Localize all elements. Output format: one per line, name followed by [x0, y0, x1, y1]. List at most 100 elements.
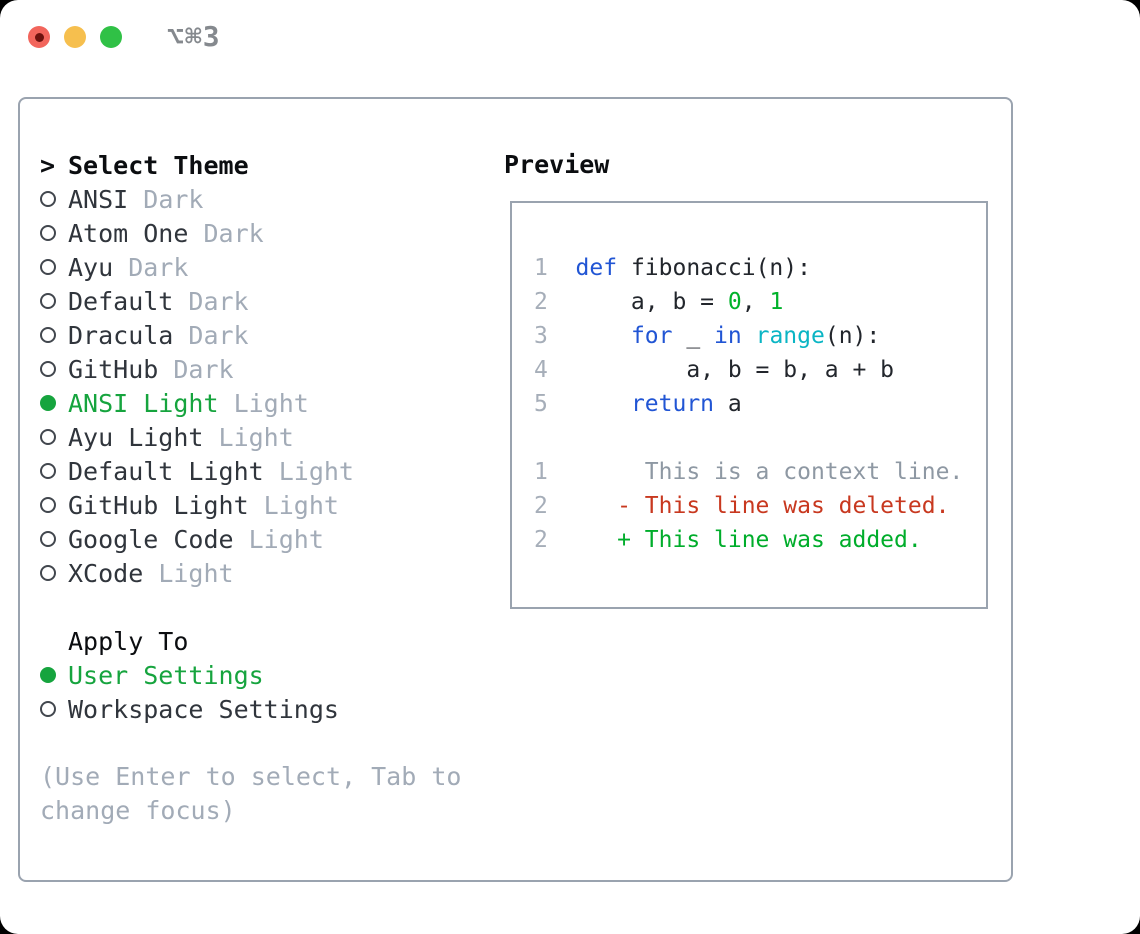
apply-option-workspace-settings[interactable]: Workspace Settings: [40, 692, 492, 726]
code-line: 4 a, b = b, a + b: [534, 353, 963, 387]
code-token: a, b = b, a + b: [575, 357, 895, 383]
option-label: Atom One: [68, 218, 189, 248]
radio-icon: [40, 463, 68, 479]
option-label: Ayu: [68, 252, 114, 282]
theme-option-ansi-light[interactable]: ANSI Light Light: [40, 386, 492, 420]
line-number: 2: [534, 527, 576, 553]
radio-icon: [40, 429, 68, 445]
window-controls: [28, 26, 122, 48]
line-number: 1: [534, 459, 576, 485]
radio-icon: [40, 565, 68, 581]
code-line: 3 for _ in range(n):: [534, 319, 963, 353]
code-token: for: [630, 323, 673, 349]
radio-selected-icon: [40, 667, 68, 683]
code-line: 2 + This line was added.: [534, 523, 963, 557]
code-token: [576, 323, 631, 349]
theme-option-dracula[interactable]: Dracula Dark: [40, 318, 492, 352]
option-variant-tag: Dark: [203, 218, 264, 248]
radio-icon: [40, 191, 68, 207]
preview-title: Preview: [504, 150, 610, 179]
radio-icon: [40, 497, 68, 513]
code-token: [576, 391, 631, 417]
line-number: 4: [534, 357, 576, 383]
line-number: 1: [534, 255, 576, 281]
option-variant-tag: Dark: [188, 286, 249, 316]
option-variant-tag: Light: [233, 388, 309, 418]
option-label: Default: [68, 286, 174, 316]
theme-option-github-light[interactable]: GitHub Light Light: [40, 488, 492, 522]
spacer: [40, 726, 492, 760]
code-token: - This line was deleted.: [575, 493, 950, 519]
help-hint-line-1: (Use Enter to select, Tab to: [40, 762, 462, 791]
option-label: ANSI: [68, 184, 129, 214]
option-label: Ayu Light: [68, 422, 204, 452]
radio-selected-icon: [40, 395, 68, 411]
apply-option-user-settings[interactable]: User Settings: [40, 658, 492, 692]
option-label: XCode: [68, 558, 144, 588]
theme-option-ayu[interactable]: Ayu Dark: [40, 250, 492, 284]
code-token: 1: [769, 289, 784, 315]
option-variant-tag: Light: [158, 558, 234, 588]
option-variant-tag: Dark: [173, 354, 234, 384]
radio-icon: [40, 361, 68, 377]
radio-icon: [40, 531, 68, 547]
theme-option-ayu-light[interactable]: Ayu Light Light: [40, 420, 492, 454]
code-token: This is a context line.: [575, 459, 964, 485]
option-variant-tag: Light: [248, 524, 324, 554]
code-token: [742, 323, 756, 349]
code-token: in: [714, 323, 742, 349]
theme-list-header: > Select Theme: [40, 148, 492, 182]
code-line: 2 a, b = 0, 1: [534, 285, 963, 319]
zoom-button[interactable]: [100, 26, 122, 48]
option-variant-tag: Light: [218, 422, 294, 452]
code-token: a, b =: [575, 289, 728, 315]
code-token: fibonacci(n):: [617, 255, 811, 281]
option-label: GitHub Light: [68, 490, 249, 520]
option-label: User Settings: [68, 660, 264, 690]
code-line: 1 This is a context line.: [534, 455, 963, 489]
option-variant-tag: Dark: [128, 252, 189, 282]
code-token: ,: [741, 289, 770, 315]
theme-option-xcode[interactable]: XCode Light: [40, 556, 492, 590]
theme-option-atom-one[interactable]: Atom One Dark: [40, 216, 492, 250]
theme-list-title: Select Theme: [68, 150, 249, 180]
theme-option-default[interactable]: Default Dark: [40, 284, 492, 318]
option-variant-tag: Dark: [188, 320, 249, 350]
code-token: (n):: [824, 323, 881, 349]
line-number: 5: [534, 391, 576, 417]
code-token: _: [672, 323, 715, 349]
radio-icon: [40, 259, 68, 275]
radio-icon: [40, 225, 68, 241]
help-hint-line-2: change focus): [40, 796, 236, 825]
code-token: 0: [727, 289, 742, 315]
option-label: Dracula: [68, 320, 174, 350]
option-variant-tag: Light: [263, 490, 339, 520]
code-line: 5 return a: [534, 387, 963, 421]
code-token: return: [630, 391, 715, 417]
option-label: ANSI Light: [68, 388, 219, 418]
code-token: range: [755, 323, 825, 349]
apply-to-header: Apply To: [40, 624, 492, 658]
minimize-button[interactable]: [64, 26, 86, 48]
close-button[interactable]: [28, 26, 50, 48]
line-number: 2: [534, 289, 576, 315]
window-shortcut-label: ⌥⌘3: [167, 20, 221, 53]
code-line: 1 def fibonacci(n):: [534, 251, 963, 285]
selection-prompt-icon: >: [40, 150, 56, 180]
code-token: a: [714, 391, 742, 417]
code-token: + This line was added.: [575, 527, 922, 553]
code-line: [534, 421, 963, 455]
option-variant-tag: Light: [278, 456, 354, 486]
code-line: 2 - This line was deleted.: [534, 489, 963, 523]
line-number: 2: [534, 493, 576, 519]
